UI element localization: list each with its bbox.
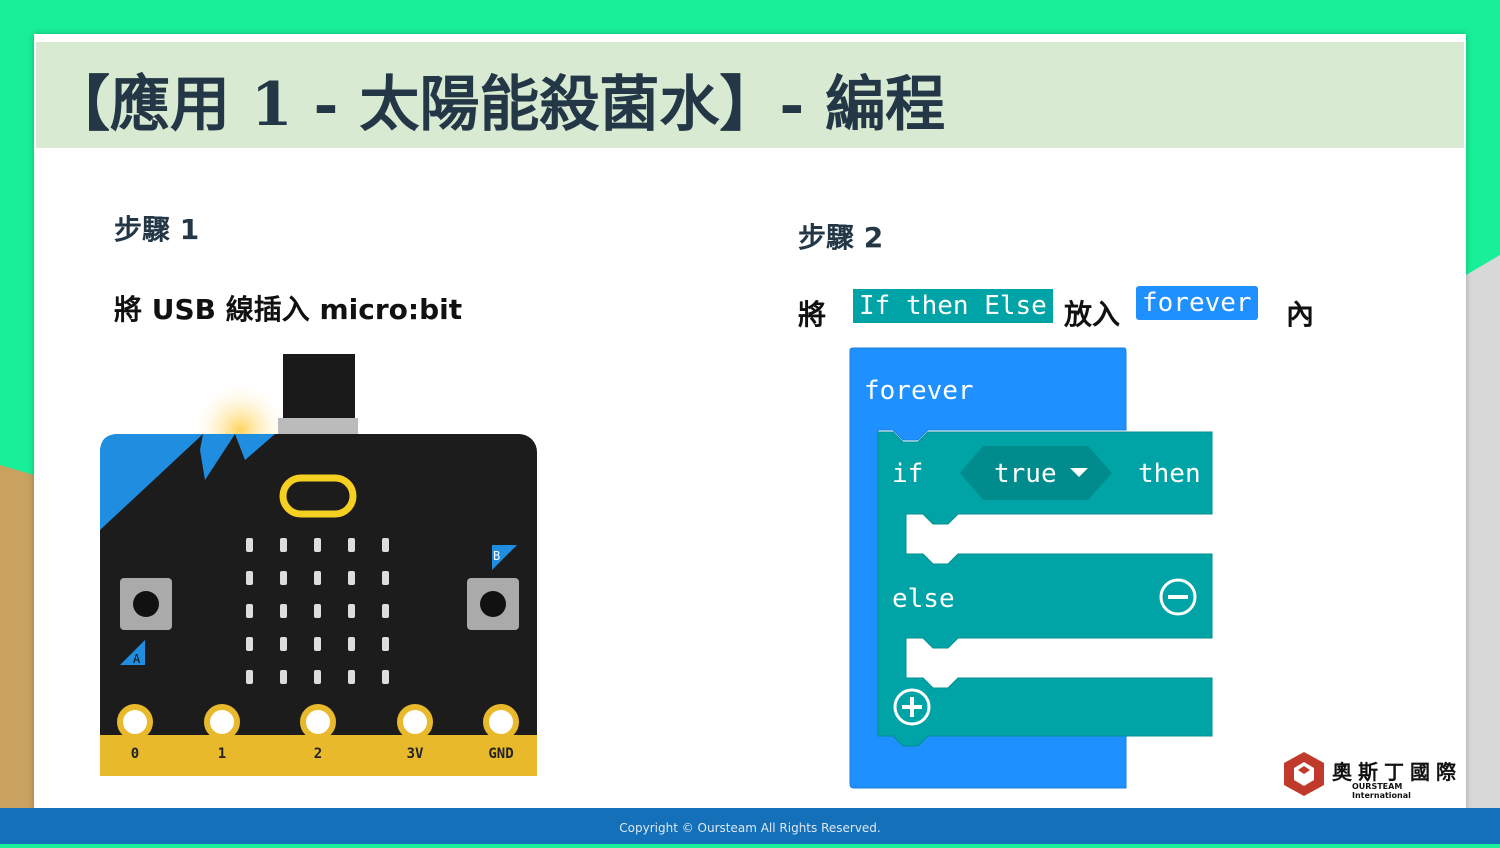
remove-else-icon[interactable] <box>1159 578 1197 616</box>
led <box>382 670 389 684</box>
forever-chip: forever <box>1136 286 1258 320</box>
pin-label: 3V <box>407 746 424 762</box>
pin-label: GND <box>488 746 513 762</box>
step2-heading: 步驟 2 <box>798 221 884 254</box>
led <box>314 538 321 552</box>
forever-label: forever <box>864 376 974 406</box>
if-label: if <box>892 459 923 489</box>
led <box>246 538 253 552</box>
led <box>280 670 287 684</box>
led <box>382 637 389 651</box>
title-bar <box>36 42 1464 148</box>
led <box>280 538 287 552</box>
led <box>382 604 389 618</box>
then-label: then <box>1138 459 1201 489</box>
led <box>314 670 321 684</box>
led <box>314 604 321 618</box>
pin-hole <box>117 704 153 740</box>
forever-block <box>849 347 1127 789</box>
pin-label: 0 <box>131 746 139 762</box>
step2-suffix: 內 <box>1286 298 1315 331</box>
usb-connector <box>278 418 358 434</box>
else-label: else <box>892 584 955 614</box>
copyright-text: Copyright © Oursteam All Rights Reserved… <box>619 821 881 835</box>
pin-label: 1 <box>218 746 226 762</box>
led <box>246 604 253 618</box>
pin-hole <box>204 704 240 740</box>
microbit-image: A B 0 1 2 3V GND <box>100 354 537 776</box>
led <box>246 670 253 684</box>
condition-dropdown[interactable]: true <box>994 459 1057 489</box>
led <box>246 637 253 651</box>
cube-logo-icon <box>1284 752 1324 796</box>
led <box>348 637 355 651</box>
led <box>280 604 287 618</box>
button-b-label: B <box>493 549 500 563</box>
step1-heading: 步驟 1 <box>114 213 200 246</box>
led <box>314 637 321 651</box>
condition-slot <box>960 446 1112 500</box>
led <box>382 538 389 552</box>
if-then-else-chip: If then Else <box>853 289 1053 323</box>
footer: Copyright © Oursteam All Rights Reserved… <box>0 808 1500 844</box>
if-else-block <box>877 431 1213 747</box>
dropdown-arrow-icon <box>1070 468 1088 477</box>
led <box>348 604 355 618</box>
pin-hole <box>300 704 336 740</box>
usb-plug <box>283 354 355 420</box>
button-a-label: A <box>133 652 141 666</box>
led <box>348 538 355 552</box>
pin-hole <box>397 704 433 740</box>
led <box>382 571 389 585</box>
led <box>348 670 355 684</box>
led <box>280 571 287 585</box>
led-matrix <box>246 538 389 684</box>
oursteam-logo: 奧斯丁國際 OURSTEAM International <box>1282 750 1462 800</box>
led <box>314 571 321 585</box>
code-blocks: forever if true then else <box>849 347 1213 789</box>
step1-instruction: 將 USB 線插入 micro:bit <box>114 293 463 326</box>
logo-english: OURSTEAM International <box>1352 782 1411 800</box>
step2-middle: 放入 <box>1064 298 1121 331</box>
led <box>280 637 287 651</box>
led <box>348 571 355 585</box>
slide-title: 【應用 1 - 太陽能殺菌水】- 編程 <box>50 70 946 140</box>
led <box>246 571 253 585</box>
edge-pins: 0 1 2 3V GND <box>117 704 519 762</box>
step2-prefix: 將 <box>798 298 827 331</box>
pin-hole <box>483 704 519 740</box>
logo-chinese: 奧斯丁國際 <box>1332 760 1462 784</box>
pin-label: 2 <box>314 746 322 762</box>
add-else-if-icon[interactable] <box>893 688 931 726</box>
logo-touch <box>279 474 357 518</box>
